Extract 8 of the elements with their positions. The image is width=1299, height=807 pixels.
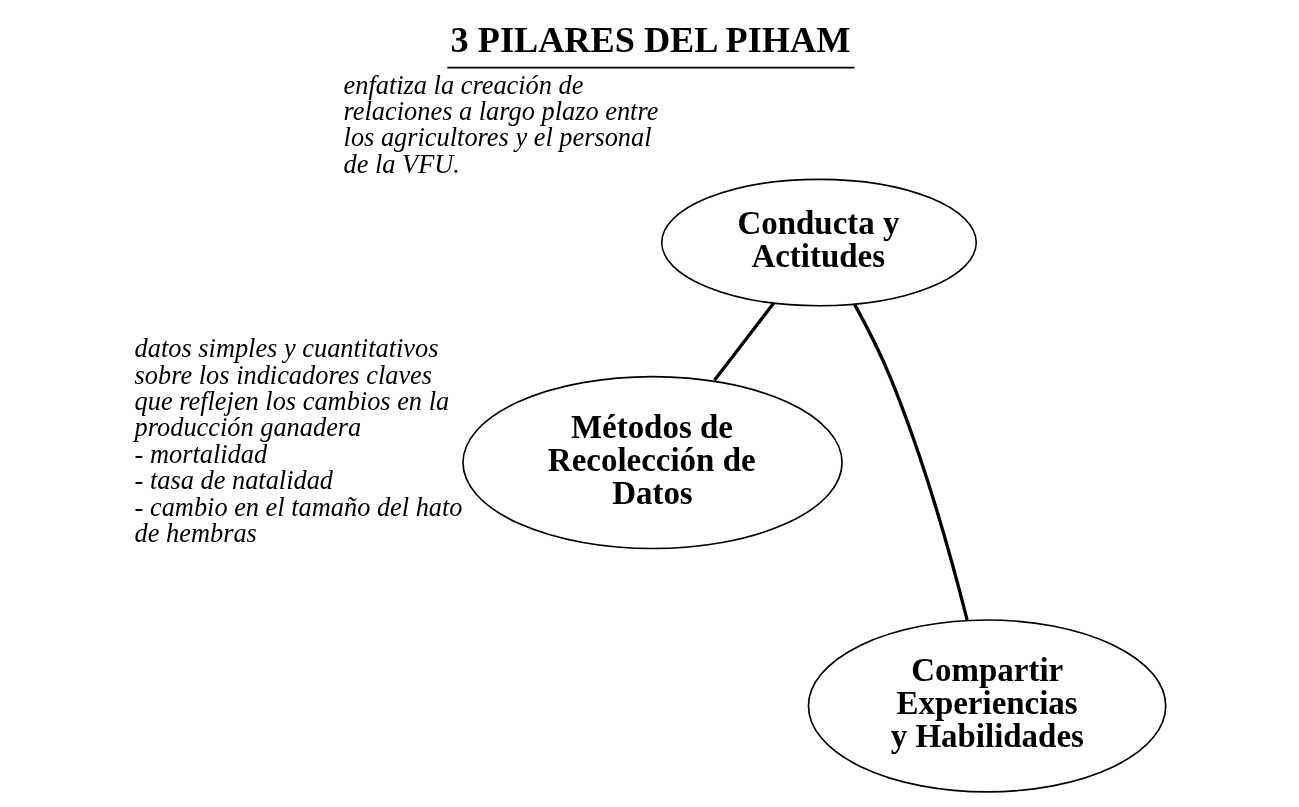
node-label: enfatiza la creación de relaciones a largo plazo entre los agricultores y el personal de la VFU. [343,70,658,179]
node-label: datos simples y cuantitativos sobre los indicadores claves que reflejen los cambios en la producción ganadera [134,334,449,443]
diagram-title: 3 PILARES DEL PIHAM [450,20,850,61]
node-ellipse: Compartir Experiencias y Habilidades [807,619,1167,793]
node-ellipse: Métodos de Recolección de Datos [461,375,843,550]
node-ellipse: Conducta y Actitudes [660,178,977,307]
connector [852,303,969,621]
connector [712,301,775,382]
